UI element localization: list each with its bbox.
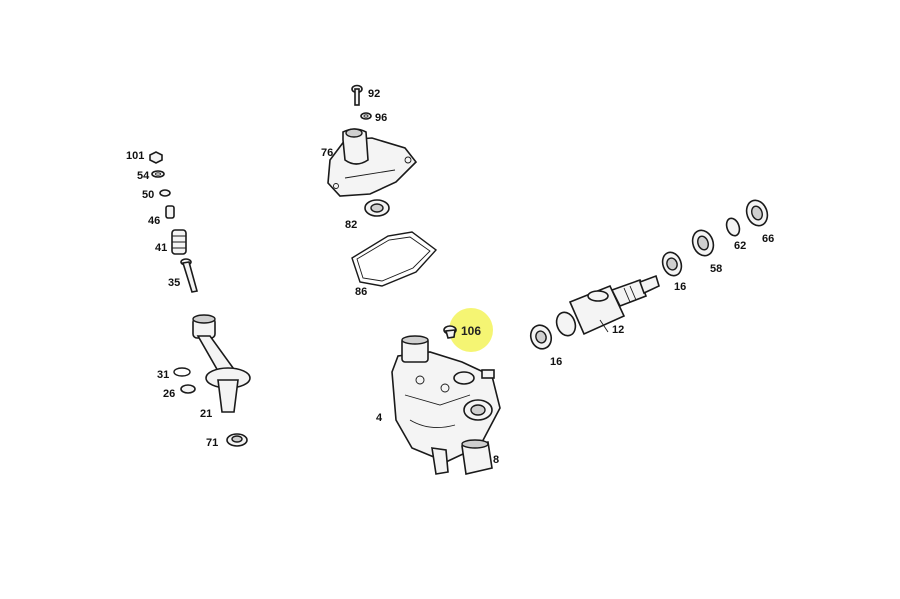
callout-66: 66 [762, 233, 774, 245]
washer-96 [360, 112, 372, 120]
callout-12: 12 [612, 324, 624, 336]
worm-shaft-12 [555, 274, 660, 337]
nut-101 [149, 151, 163, 164]
callout-31: 31 [157, 369, 169, 381]
highlight-marker [449, 308, 493, 352]
callout-41: 41 [155, 242, 167, 254]
bolt-92 [351, 84, 363, 106]
bearing-82 [364, 199, 390, 217]
seal-26 [180, 384, 196, 394]
callout-62: 62 [734, 240, 746, 252]
callout-16-right: 16 [674, 281, 686, 293]
callout-82: 82 [345, 219, 357, 231]
bearing-16-right [661, 251, 683, 277]
housing-4 [391, 335, 501, 475]
callout-96: 96 [375, 112, 387, 124]
callout-4: 4 [376, 412, 383, 424]
callout-21: 21 [200, 408, 212, 420]
nut-71 [226, 433, 248, 447]
callout-101: 101 [126, 150, 144, 162]
bushing-8 [461, 439, 493, 475]
washer-54 [151, 170, 165, 178]
washer-50 [159, 189, 171, 197]
washer-62 [725, 217, 741, 237]
callout-46: 46 [148, 215, 160, 227]
callout-26: 26 [163, 388, 175, 400]
pin-46 [165, 205, 175, 219]
callout-106: 106 [461, 324, 481, 338]
arm-21 [192, 314, 251, 413]
bolt-35 [180, 258, 198, 293]
ring-31 [173, 367, 191, 377]
cover-76 [327, 128, 418, 197]
callout-58: 58 [710, 263, 722, 275]
bearing-16-left [529, 324, 553, 350]
spring-41 [171, 229, 187, 255]
callout-92: 92 [368, 88, 380, 100]
callout-54: 54 [137, 170, 150, 182]
plug-106 [443, 325, 457, 339]
callout-16-left: 16 [550, 356, 562, 368]
nut-66 [745, 199, 769, 227]
callout-35: 35 [168, 277, 180, 289]
callout-50: 50 [142, 189, 154, 201]
callout-71: 71 [206, 437, 218, 449]
callout-8: 8 [493, 454, 499, 466]
gasket-86 [351, 231, 438, 287]
callout-76: 76 [321, 147, 333, 159]
ring-58 [691, 229, 715, 257]
callout-86: 86 [355, 286, 367, 298]
